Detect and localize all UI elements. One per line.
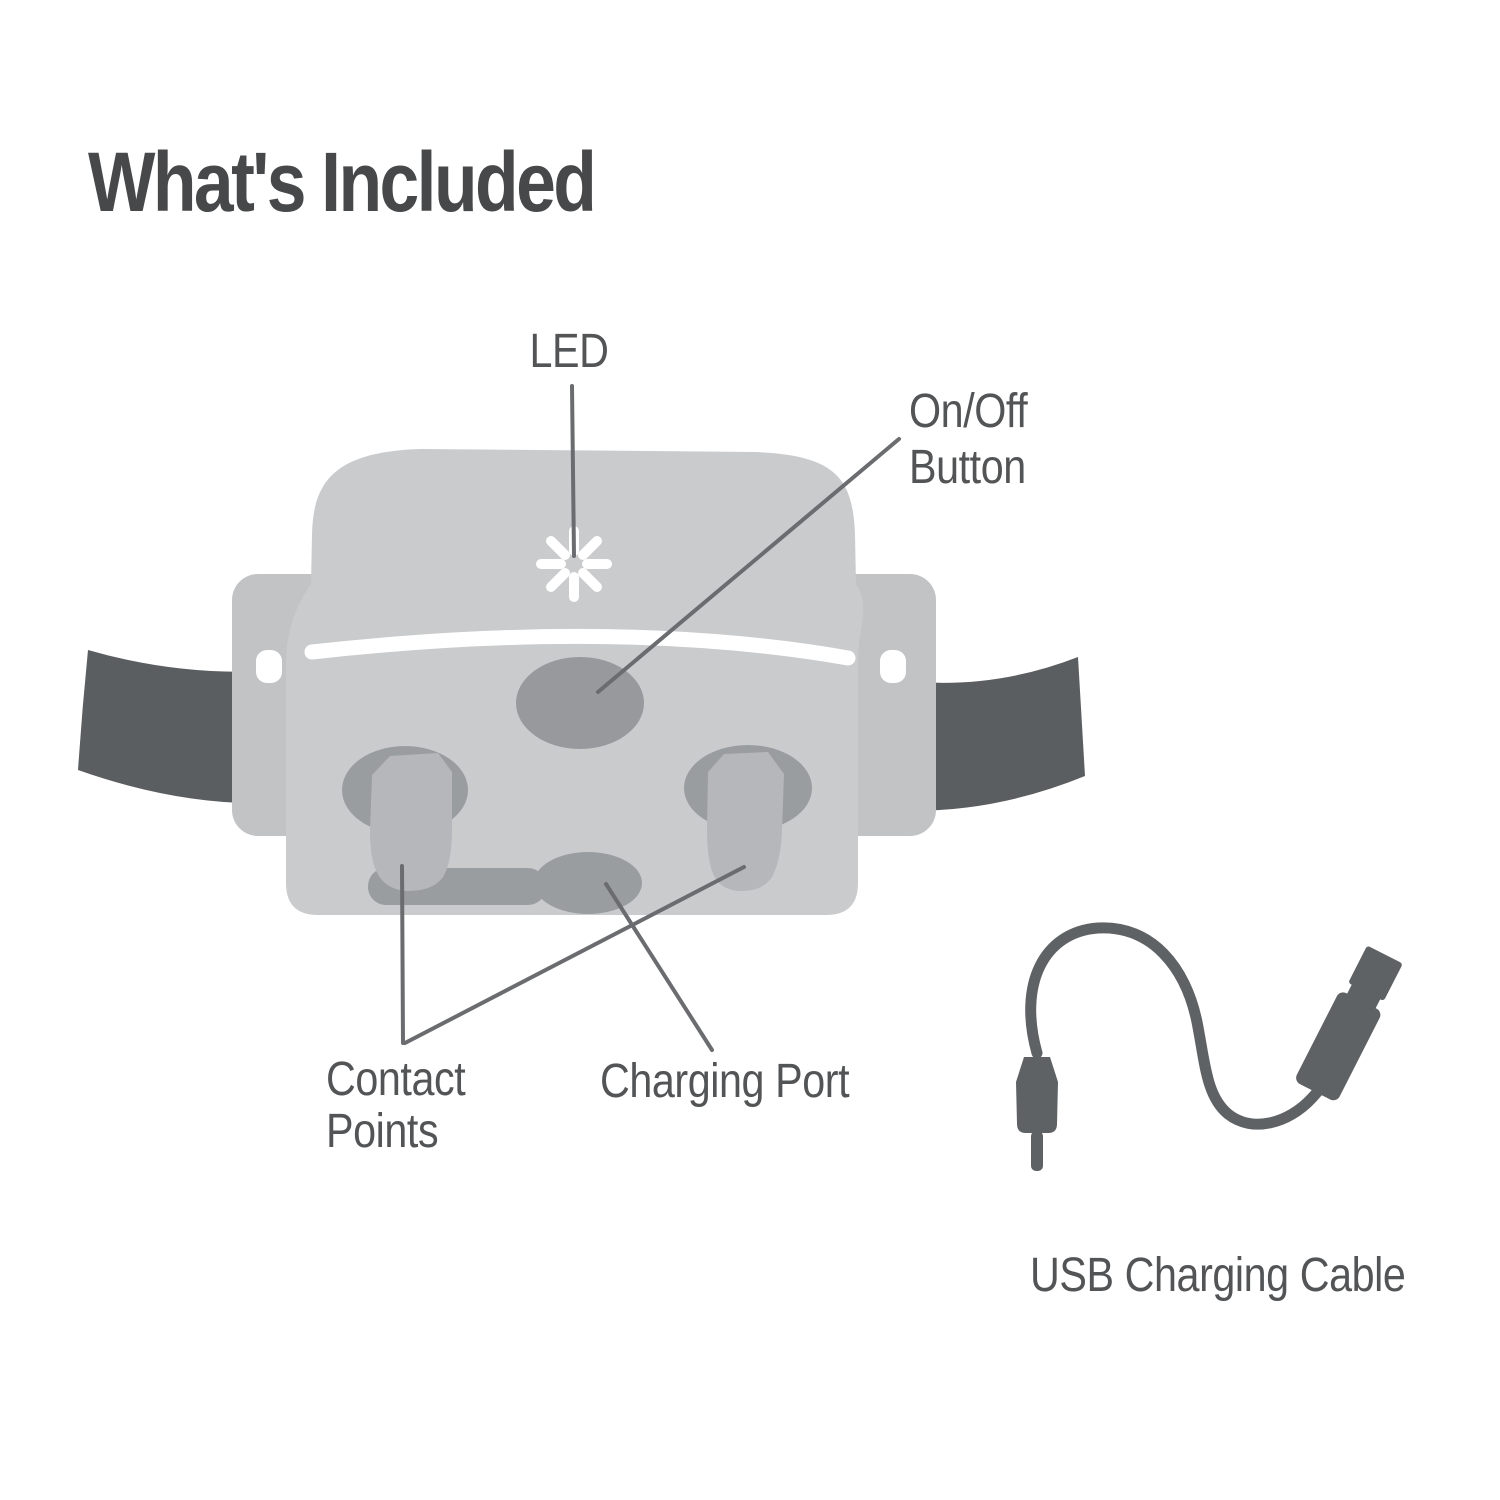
cable-cord xyxy=(1025,922,1326,1130)
leader-lines xyxy=(400,384,901,1052)
right-strap-slot xyxy=(880,650,906,683)
on-off-leader-line xyxy=(596,437,901,694)
usb-charging-cable xyxy=(1016,922,1402,1171)
led-leader-line xyxy=(570,384,576,558)
barrel-plug xyxy=(1016,1057,1058,1171)
label-charging-port: Charging Port xyxy=(600,1055,850,1108)
charging-port-leader-line xyxy=(604,882,714,1052)
page-title: What's Included xyxy=(88,135,597,230)
label-usb-charging-cable: USB Charging Cable xyxy=(1030,1249,1406,1302)
label-on-off-button: On/Off Button xyxy=(909,384,1028,496)
label-on-off-line2: Button xyxy=(909,441,1026,494)
contact-right-leader-line xyxy=(403,865,746,1045)
left-contact-prong xyxy=(370,753,452,891)
body-seam-line xyxy=(304,628,856,666)
label-contact-line1: Contact xyxy=(326,1053,466,1106)
label-contact-points: Contact Points xyxy=(326,1053,466,1158)
label-on-off-line1: On/Off xyxy=(909,385,1028,438)
right-contact-prong xyxy=(707,752,784,892)
label-contact-line2: Points xyxy=(326,1105,439,1158)
left-strap-slot xyxy=(256,650,282,683)
left-strap xyxy=(78,650,282,804)
contact-left-leader-line xyxy=(400,864,405,1045)
usb-a-connector xyxy=(1296,946,1402,1101)
label-led: LED xyxy=(529,325,609,378)
